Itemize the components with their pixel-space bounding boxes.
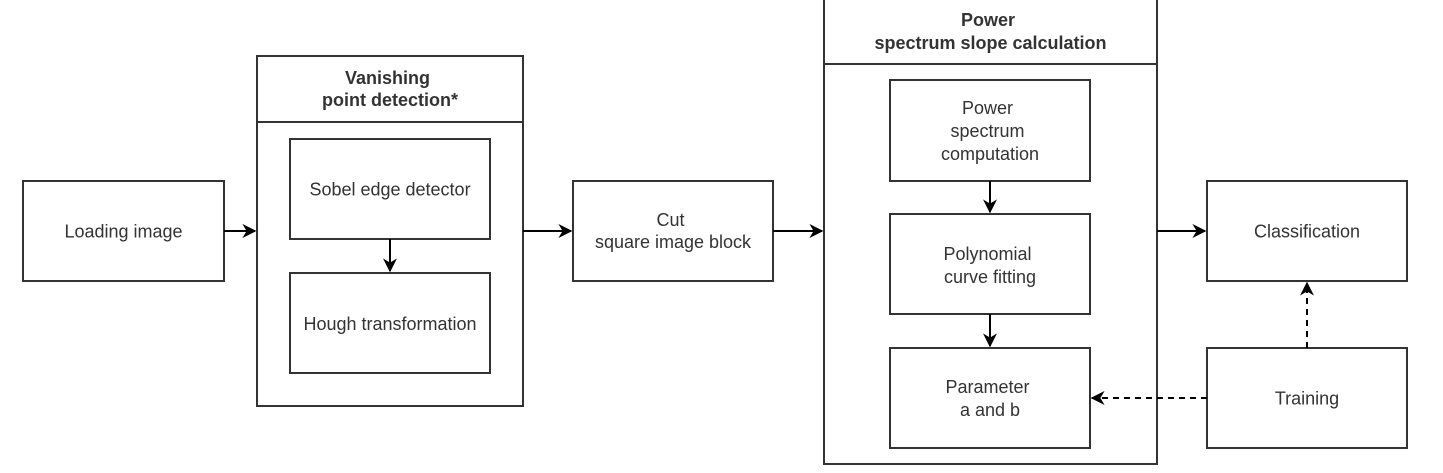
node-classification-label: Classification <box>1254 222 1360 242</box>
node-cut-square-image-block: Cut square image block <box>572 180 774 282</box>
node-parameter-label: Parameter a and b <box>945 377 1034 420</box>
node-hough-transformation: Hough transformation <box>289 272 491 374</box>
container-vanishing-point-title: Vanishing point detection* <box>322 68 458 110</box>
node-hough-label: Hough transformation <box>303 314 476 334</box>
node-parameter-box <box>889 347 1091 449</box>
node-classification-box <box>1206 180 1408 282</box>
node-sobel-label: Sobel edge detector <box>309 180 470 200</box>
node-sobel-box <box>289 138 491 240</box>
node-training-label: Training <box>1275 389 1339 409</box>
node-hough-box <box>289 272 491 374</box>
node-parameter-a-and-b: Parameter a and b <box>889 347 1091 449</box>
node-cut-square-label: Cut square image block <box>595 210 752 252</box>
node-training: Training <box>1206 347 1408 449</box>
node-training-box <box>1206 347 1408 449</box>
node-polynomial-curve-fitting: Polynomial curve fitting <box>889 213 1091 315</box>
node-loading-image: Loading image <box>22 180 225 282</box>
node-polynomial-box <box>889 213 1091 315</box>
node-sobel-edge-detector: Sobel edge detector <box>289 138 491 240</box>
node-loading-image-box <box>22 180 225 282</box>
node-power-spectrum-computation: Power spectrum computation <box>889 79 1091 182</box>
node-classification: Classification <box>1206 180 1408 282</box>
node-power-computation-label: Power spectrum computation <box>941 98 1039 164</box>
node-power-computation-box <box>889 79 1091 182</box>
node-polynomial-label: Polynomial curve fitting <box>943 244 1036 287</box>
container-power-spectrum-title: Power spectrum slope calculation <box>874 10 1106 53</box>
node-cut-square-box <box>572 180 774 282</box>
node-loading-image-label: Loading image <box>64 222 182 242</box>
